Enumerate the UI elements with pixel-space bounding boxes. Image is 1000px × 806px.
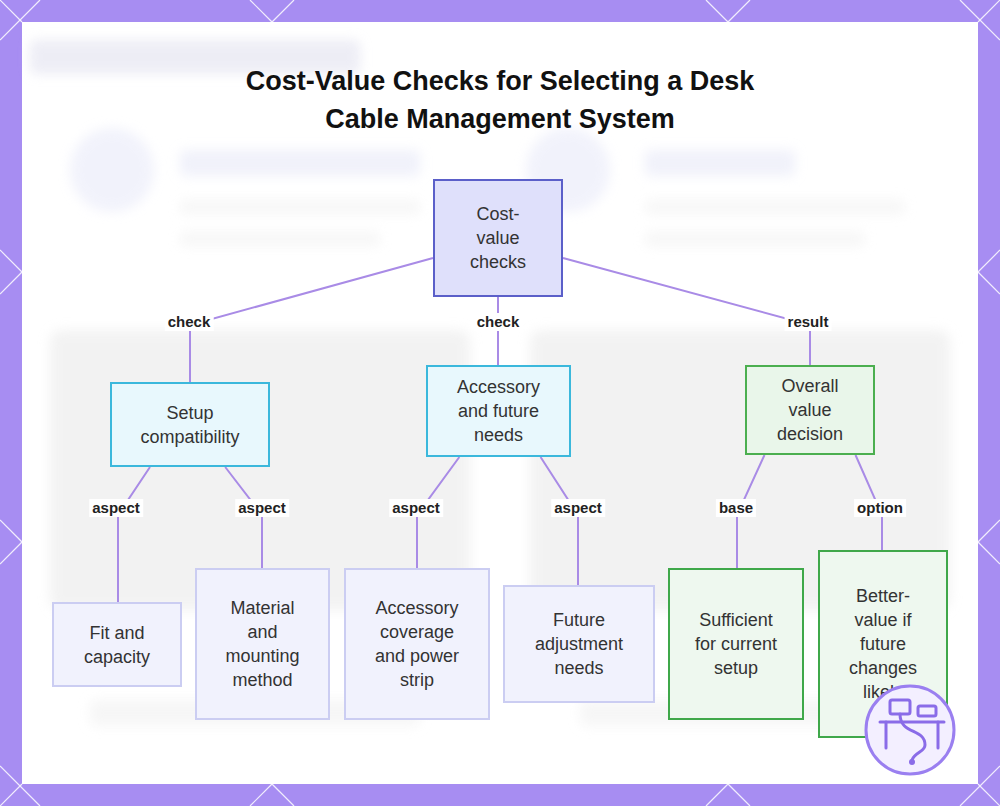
edge-label: check	[165, 313, 214, 331]
connector-line	[563, 258, 810, 365]
connector-line	[118, 467, 150, 602]
blurred-backdrop	[30, 40, 950, 726]
aspect-box: Fit and capacity	[52, 602, 182, 687]
edge-label: result	[785, 313, 832, 331]
white-card	[22, 22, 978, 784]
node-text: Accessory coverage and power strip	[372, 596, 462, 692]
edge-label: option	[854, 499, 906, 517]
outcome-box: Better-value if future changes likely	[818, 550, 948, 738]
check-box: Accessory and future needs	[426, 365, 571, 457]
node-text: Future adjustment needs	[524, 608, 634, 680]
node-text: Cost-value checks	[458, 202, 538, 274]
aspect-box: Accessory coverage and power strip	[344, 568, 490, 720]
node-text: Material and mounting method	[220, 596, 305, 692]
node-text: Better-value if future changes likely	[836, 584, 931, 704]
edge-label: aspect	[235, 499, 289, 517]
node-text: Fit and capacity	[72, 621, 162, 669]
aspect-box: Material and mounting method	[195, 568, 330, 720]
connector-line	[541, 457, 578, 585]
logo-dots	[909, 759, 915, 765]
edge-label: base	[716, 499, 756, 517]
edge-label: aspect	[89, 499, 143, 517]
diagram-title: Cost-Value Checks for Selecting a Desk C…	[230, 62, 770, 138]
root-box: Cost-value checks	[433, 179, 563, 297]
check-box: Setup compatibility	[110, 382, 270, 467]
edge-label: aspect	[551, 499, 605, 517]
connector-line	[190, 258, 433, 382]
outcome-box: Sufficient for current setup	[668, 568, 804, 720]
connector-line	[225, 467, 262, 568]
edge-label: check	[474, 313, 523, 331]
node-text: Accessory and future needs	[449, 375, 549, 447]
node-text: Sufficient for current setup	[694, 608, 779, 680]
edge-label: aspect	[389, 499, 443, 517]
aspect-box: Future adjustment needs	[503, 585, 655, 703]
node-text: Setup compatibility	[120, 401, 260, 449]
result-box: Overall value decision	[745, 365, 875, 455]
connector-line	[497, 297, 499, 365]
node-text: Overall value decision	[763, 374, 858, 446]
